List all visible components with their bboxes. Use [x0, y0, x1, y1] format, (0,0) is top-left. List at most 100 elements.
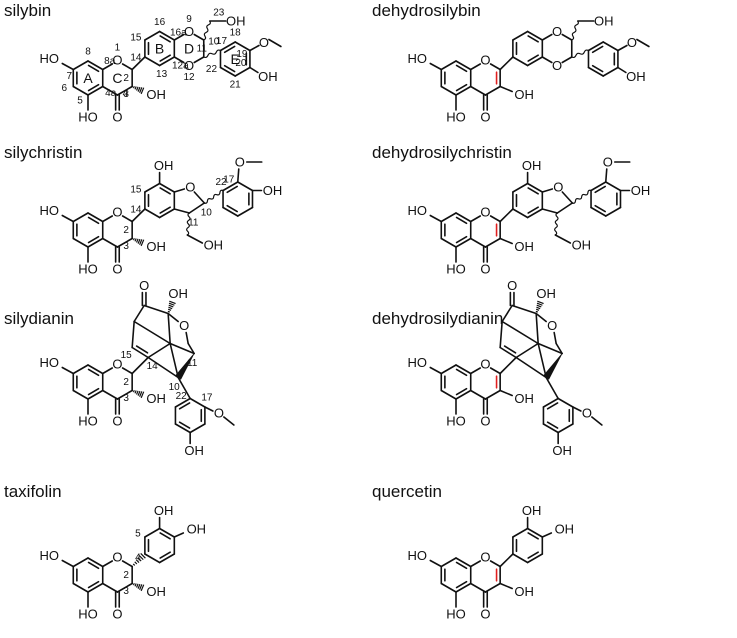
bond: [158, 208, 176, 219]
hashed-bond: [137, 583, 141, 589]
bond: [455, 387, 468, 396]
atom-label: HO: [446, 607, 466, 622]
hashed-bond: [168, 302, 175, 306]
hashed-bond: [135, 390, 139, 395]
bond: [542, 397, 559, 408]
bond: [72, 212, 89, 223]
bond: [101, 389, 119, 400]
bond: [489, 560, 501, 568]
bond: [158, 527, 176, 538]
bond: [236, 168, 240, 183]
bond: [204, 406, 214, 412]
hashed-bond: [169, 300, 176, 305]
bond: [116, 389, 133, 400]
atom-label: O: [184, 58, 194, 73]
bond: [590, 181, 607, 192]
atom-label: HO: [446, 414, 466, 429]
bond: [602, 66, 619, 77]
hashed-bond: [139, 584, 143, 590]
bond: [526, 182, 544, 193]
bond: [61, 214, 75, 223]
compound-name: silychristin: [4, 143, 83, 162]
locant: 2: [123, 225, 129, 236]
compound-name: quercetin: [372, 482, 442, 501]
atom-label: OH: [226, 14, 246, 29]
bond: [440, 85, 457, 96]
bond: [223, 64, 236, 73]
bond: [484, 389, 501, 400]
bond: [174, 423, 191, 434]
bond: [455, 83, 468, 92]
bond: [159, 551, 171, 559]
bond: [131, 320, 135, 349]
bond: [159, 35, 171, 43]
locant: 8: [85, 47, 91, 58]
atom-label: HO: [408, 203, 428, 218]
hashed-bond: [139, 239, 143, 245]
atom-label: OH: [522, 158, 542, 173]
bond: [541, 532, 553, 538]
bond: [545, 376, 559, 400]
bond: [489, 63, 501, 71]
bond: [87, 557, 104, 568]
atom-label: OH: [154, 503, 174, 518]
bond: [116, 237, 133, 248]
bond: [455, 60, 472, 71]
bond: [455, 557, 472, 568]
atom-label: OH: [555, 522, 575, 537]
bond: [501, 320, 539, 345]
hashed-bond: [135, 86, 139, 91]
bond: [604, 168, 608, 183]
atom-label: O: [185, 180, 195, 195]
bond: [131, 346, 149, 359]
bond: [469, 237, 487, 248]
bond: [72, 557, 89, 568]
compound-name: silybin: [4, 1, 52, 20]
locant: 3: [123, 586, 129, 597]
bond: [121, 63, 133, 71]
bond: [440, 237, 457, 248]
bond: [101, 85, 119, 96]
bond: [469, 560, 482, 568]
bond: [158, 182, 176, 193]
bond: [469, 85, 487, 96]
bond: [133, 304, 145, 323]
bond: [499, 553, 514, 568]
bond: [511, 304, 537, 315]
hashed-bond: [535, 308, 540, 311]
hashed-bond: [536, 306, 541, 310]
bond: [489, 367, 501, 375]
bond: [429, 62, 443, 71]
bond: [249, 44, 260, 52]
atom-label: HO: [78, 414, 98, 429]
atom-label: O: [480, 607, 490, 622]
bond: [189, 397, 206, 408]
bond: [455, 216, 468, 225]
bond: [499, 237, 513, 245]
bond: [499, 208, 514, 223]
atom-label: OH: [146, 239, 166, 254]
bond: [546, 402, 559, 410]
bond: [61, 559, 75, 568]
atom-label: O: [139, 278, 149, 293]
atom-label: HO: [446, 262, 466, 277]
wavy-bond: [572, 189, 592, 204]
bond: [455, 389, 472, 400]
bond: [144, 30, 161, 41]
bond: [147, 342, 171, 359]
locant: 10: [201, 208, 213, 219]
bond: [121, 560, 133, 568]
bond: [178, 421, 191, 429]
bond: [226, 204, 239, 213]
bond: [87, 368, 100, 377]
bond: [121, 215, 133, 223]
bond: [527, 532, 539, 540]
bond: [440, 60, 457, 71]
hashed-bond: [137, 390, 141, 396]
bond: [541, 33, 553, 41]
atom-label: HO: [78, 607, 98, 622]
atom-label: OH: [184, 443, 204, 458]
locant: 11: [188, 218, 199, 229]
hashed-bond: [134, 238, 137, 242]
